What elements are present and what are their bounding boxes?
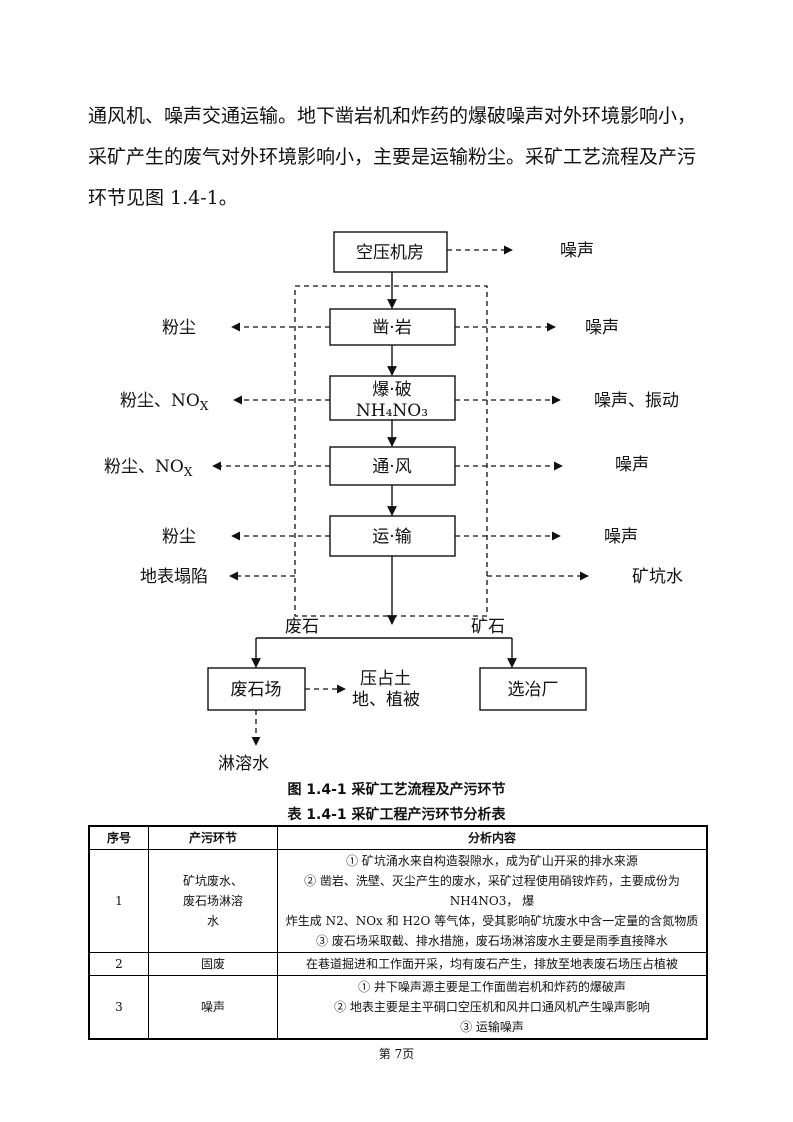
label-mine-water: 矿坑水 (632, 567, 683, 587)
paragraph-line: 采矿产生的废气对外环境影响小，主要是运输粉尘。采矿工艺流程及产污 (88, 146, 697, 168)
paragraph-line: 环节见图 1.4-1。 (88, 187, 238, 209)
box-drill: 凿·岩 (329, 308, 456, 346)
cell-content: ① 井下噪声源主要是工作面凿岩机和炸药的爆破声 ② 地表主要是主平硐口空压机和风… (277, 975, 708, 1040)
box-vent-label: 通·风 (372, 457, 411, 477)
cell-stage: 噪声 (148, 975, 278, 1040)
cell-no: 3 (88, 975, 149, 1040)
label-dust-nox-blast: 粉尘、NOX (120, 391, 209, 413)
label-noise-vent: 噪声 (615, 455, 649, 475)
box-waste-yard: 废石场 (207, 667, 306, 711)
page-number: 第 7页 (378, 1047, 415, 1061)
label-leach-water: 淋溶水 (218, 754, 269, 774)
label-occupy-line2: 地、植被 (352, 690, 420, 710)
cell-stage: 固废 (148, 952, 278, 976)
paragraph-line: 通风机、噪声交通运输。地下凿岩机和炸药的爆破噪声对外环境影响小， (88, 105, 697, 127)
cell-no: 2 (88, 952, 149, 976)
label-noise-transport: 噪声 (604, 527, 638, 547)
label-ore: 矿石 (471, 617, 505, 637)
box-compressor-label: 空压机房 (356, 243, 424, 263)
label-dust-nox-vent: 粉尘、NOX (104, 457, 193, 479)
box-blast: 爆·破 NH₄NO₃ (329, 375, 456, 421)
cell-no: 1 (88, 849, 149, 953)
box-transport: 运·输 (329, 515, 456, 557)
pollution-analysis-table: 序号 产污环节 分析内容 1 矿坑废水、 废石场淋溶 水 ① 矿坑涌水来自构造裂… (88, 825, 708, 1040)
box-blast-label: 爆·破 (372, 380, 411, 400)
header-content: 分析内容 (277, 825, 708, 850)
label-noise-compressor: 噪声 (560, 241, 594, 261)
label-occupy-line1: 压占土 (360, 669, 411, 689)
cell-stage: 矿坑废水、 废石场淋溶 水 (148, 849, 278, 953)
table-row: 1 矿坑废水、 废石场淋溶 水 ① 矿坑涌水来自构造裂隙水，成为矿山开采的排水来… (88, 849, 708, 953)
figure-caption: 图 1.4-1 采矿工艺流程及产污环节 (287, 782, 506, 798)
table-header-row: 序号 产污环节 分析内容 (88, 825, 708, 850)
label-waste-rock: 废石 (285, 617, 319, 637)
cell-content: 在巷道掘进和工作面开采，均有废石产生，排放至地表废石场压占植被 (277, 952, 708, 976)
process-flow-diagram: 空压机房 凿·岩 爆·破 NH₄NO₃ 通·风 运·输 废石场 选冶厂 (104, 231, 683, 774)
label-dust-drill: 粉尘 (162, 318, 196, 338)
box-smelter: 选冶厂 (479, 667, 587, 711)
box-drill-label: 凿·岩 (372, 318, 411, 338)
cell-content: ① 矿坑涌水来自构造裂隙水，成为矿山开采的排水来源 ② 凿岩、洗壁、灭尘产生的废… (277, 849, 708, 953)
label-dust-transport: 粉尘 (162, 527, 196, 547)
table-row: 3 噪声 ① 井下噪声源主要是工作面凿岩机和炸药的爆破声 ② 地表主要是主平硐口… (88, 975, 708, 1040)
box-waste-yard-label: 废石场 (231, 680, 282, 700)
header-no: 序号 (88, 825, 149, 850)
label-noise-drill: 噪声 (585, 318, 619, 338)
body-paragraph: 通风机、噪声交通运输。地下凿岩机和炸药的爆破噪声对外环境影响小， 采矿产生的废气… (88, 96, 708, 219)
label-subsidence: 地表塌陷 (140, 567, 208, 587)
label-noise-vibration: 噪声、振动 (594, 391, 679, 411)
table-caption: 表 1.4-1 采矿工程产污环节分析表 (287, 807, 506, 823)
table-row: 2 固废 在巷道掘进和工作面开采，均有废石产生，排放至地表废石场压占植被 (88, 952, 708, 976)
header-stage: 产污环节 (148, 825, 278, 850)
box-transport-label: 运·输 (372, 527, 411, 547)
box-blast-formula: NH₄NO₃ (356, 401, 428, 421)
box-smelter-label: 选冶厂 (508, 680, 559, 700)
box-vent: 通·风 (329, 446, 456, 486)
box-compressor: 空压机房 (333, 231, 448, 273)
